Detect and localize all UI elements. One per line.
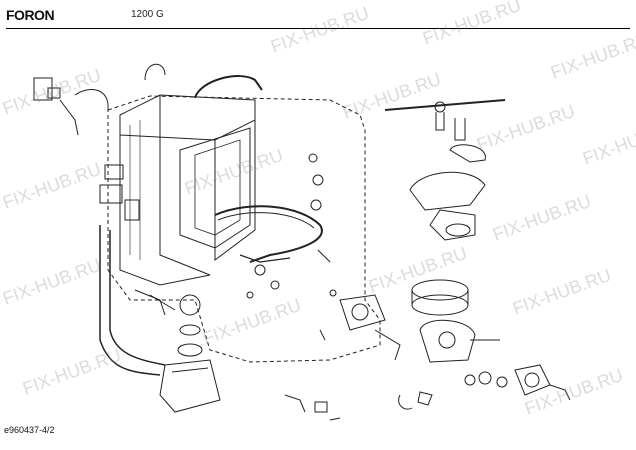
brand-logo: FORON — [6, 7, 55, 23]
inner-piping — [239, 254, 291, 263]
circulation-pump — [339, 294, 401, 361]
spray-arm — [384, 99, 506, 163]
filter-assembly — [409, 171, 486, 241]
model-number: 1200 G — [131, 9, 164, 20]
sump-pump-column — [149, 294, 221, 413]
top-spray-hose — [194, 75, 263, 99]
sump-housing-right — [419, 319, 500, 363]
cabinet-outline — [107, 95, 381, 363]
heater-element — [214, 205, 323, 263]
bottom-centre-parts — [284, 391, 433, 421]
header-divider — [6, 28, 630, 29]
left-connector — [134, 289, 166, 316]
document-code: e960437-4/2 — [4, 425, 55, 435]
sieve-ring — [411, 279, 469, 316]
top-hook — [144, 63, 166, 81]
drain-pump — [464, 364, 571, 401]
left-side-components — [33, 77, 166, 376]
middle-small-parts — [246, 153, 337, 341]
tub-assembly — [119, 94, 256, 286]
